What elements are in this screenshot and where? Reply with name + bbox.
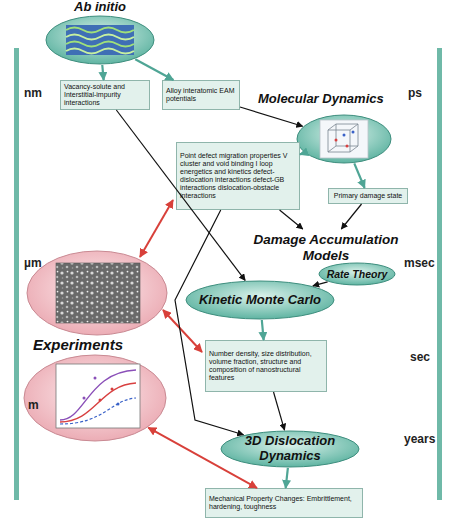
ellipse-outline — [45, 15, 155, 65]
plot-point — [99, 399, 102, 402]
ellipse-outline — [296, 114, 392, 164]
ellipse-shape — [186, 281, 334, 319]
node-text: Rate Theory — [327, 268, 388, 280]
ellipse-body — [296, 114, 392, 164]
scale-label: m — [28, 398, 39, 412]
plot-frame — [56, 364, 140, 428]
method-ellipse: Ab initio — [45, 0, 155, 66]
experiment-ellipse: Experiments — [23, 336, 167, 442]
wave-line — [66, 42, 134, 47]
plot-point — [83, 397, 86, 400]
cube-wireframe — [328, 124, 358, 152]
plot-curve — [60, 398, 136, 424]
plot-point — [117, 403, 120, 406]
atom-dot — [335, 139, 338, 142]
validation-arrow — [140, 200, 173, 257]
flow-arrow — [116, 110, 245, 280]
ellipse-outline — [23, 354, 167, 442]
plot-point — [94, 377, 97, 380]
ellipse-shape — [319, 263, 395, 285]
ellipse-body — [45, 15, 155, 65]
method-ellipse: 3D Dislocation Dynamics — [220, 430, 360, 468]
flow-arrow — [280, 210, 303, 229]
info-box: Mechanical Property Changes: Embrittleme… — [205, 488, 363, 518]
output-arrow — [354, 163, 364, 188]
flow-arrow — [274, 392, 285, 430]
scale-label: sec — [410, 350, 430, 364]
node-text: 3D Dislocation Dynamics — [220, 434, 360, 464]
flow-arrow — [240, 107, 303, 126]
time-scale-bar — [437, 48, 442, 500]
scale-label: ps — [408, 86, 422, 100]
ab-initio-picture — [66, 25, 134, 55]
output-arrow — [300, 153, 304, 154]
ellipse-body: 3D Dislocation Dynamics — [220, 430, 360, 468]
output-arrow — [262, 320, 264, 340]
scale-label: years — [404, 432, 435, 446]
wave-line — [66, 35, 134, 40]
ellipse-body: Kinetic Monte Carlo — [185, 280, 335, 320]
picture-frame — [320, 120, 368, 158]
ellipse-shape — [24, 355, 166, 441]
model-heading: Damage Accumulation Models — [250, 229, 402, 267]
node-text: Damage Accumulation Models — [250, 232, 402, 263]
info-box: Primary damage state — [328, 188, 408, 204]
plot-point — [111, 388, 114, 391]
node-text: Vacancy-solute and Interstitial-impurity… — [64, 83, 146, 107]
node-text: Alloy interatomic EAM potentials — [166, 87, 236, 103]
ellipse-body — [23, 354, 167, 442]
node-heading: Experiments — [33, 336, 157, 353]
micrograph — [56, 263, 140, 323]
output-arrow — [286, 468, 288, 488]
atom-dot — [346, 145, 349, 148]
node-text: Kinetic Monte Carlo — [199, 293, 321, 308]
plot-curve — [60, 370, 136, 420]
output-arrow — [102, 65, 103, 80]
wave-line — [66, 49, 134, 54]
picture-frame — [66, 25, 134, 55]
flow-arrow — [175, 210, 243, 435]
wave-line — [66, 28, 134, 33]
node-text: Mechanical Property Changes: Embrittleme… — [209, 495, 359, 511]
node-heading: Ab initio — [57, 0, 143, 15]
micrograph-picture — [56, 263, 140, 323]
node-text: Primary damage state — [332, 192, 404, 200]
ellipse-shape — [221, 431, 359, 467]
md-cell-picture — [320, 120, 368, 158]
microstructure-ellipse — [27, 251, 167, 335]
scale-label: nm — [24, 86, 42, 100]
validation-arrow — [163, 310, 202, 352]
scale-label: µm — [24, 256, 42, 270]
atom-dot — [343, 134, 346, 137]
ellipse-body: Rate Theory — [318, 262, 396, 286]
scale-label: msec — [404, 256, 435, 270]
node-text: Number density, size distribution, volum… — [209, 350, 323, 382]
info-box: Number density, size distribution, volum… — [205, 340, 327, 392]
ellipse-shape — [297, 115, 391, 163]
plot-curve — [60, 383, 136, 422]
validation-arrow — [148, 428, 257, 488]
flow-arrow — [341, 204, 361, 229]
flow-arrow — [313, 282, 328, 286]
length-scale-bar — [14, 48, 19, 500]
atom-dot — [352, 131, 355, 134]
node-heading: Molecular Dynamics — [258, 92, 398, 107]
output-arrow — [135, 59, 173, 80]
ellipse-shape — [46, 16, 154, 64]
method-ellipse: Rate Theory — [318, 262, 396, 286]
experiment-plot — [56, 364, 140, 428]
info-box: Alloy interatomic EAM potentials — [162, 80, 240, 110]
info-box: Point defect migration properties V clus… — [176, 142, 300, 210]
info-box: Vacancy-solute and Interstitial-impurity… — [60, 80, 150, 110]
node-text: Point defect migration properties V clus… — [180, 152, 296, 200]
method-ellipse: Kinetic Monte Carlo — [185, 280, 335, 320]
